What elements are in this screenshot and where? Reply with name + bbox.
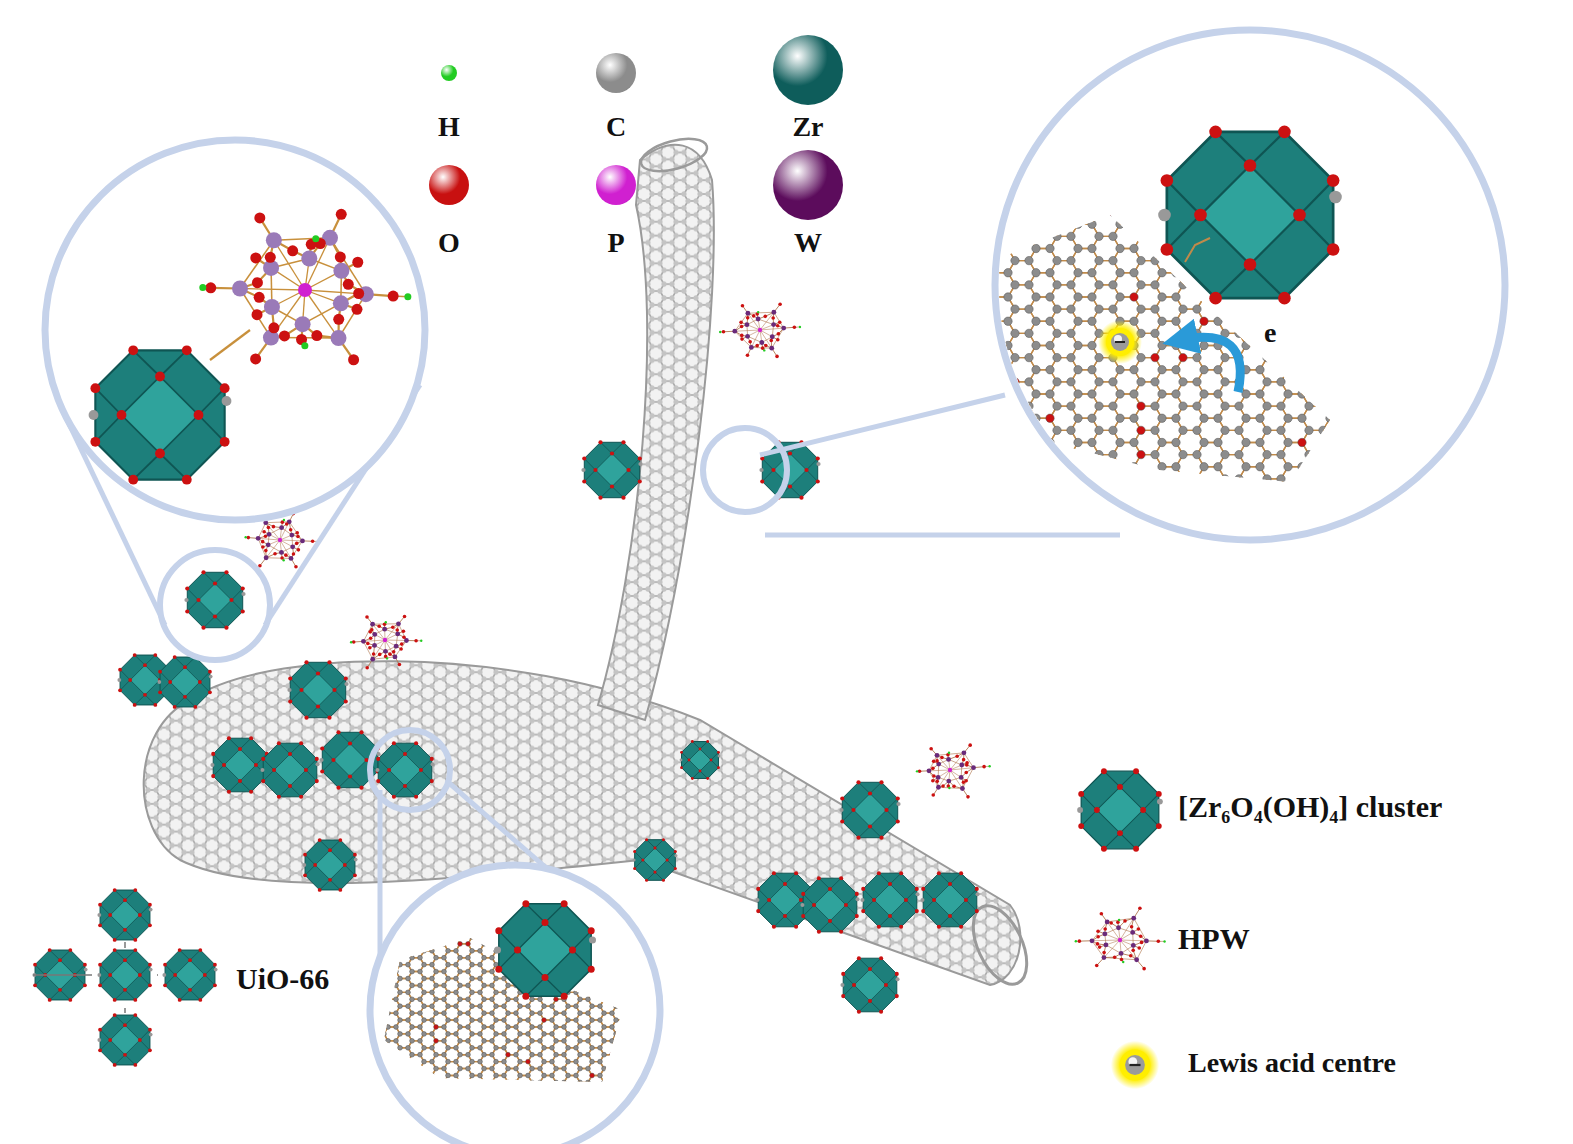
hpw-molecule — [719, 302, 801, 358]
zr-cluster — [157, 655, 212, 709]
zr-cluster — [633, 838, 678, 882]
zr-cluster — [97, 948, 152, 1002]
structure-label: UiO-66 — [236, 962, 329, 995]
zr-cluster — [494, 900, 596, 999]
zr-cluster — [260, 741, 319, 799]
zr-cluster — [375, 741, 434, 799]
zr-cluster — [162, 948, 217, 1002]
graphene-sheet — [370, 907, 643, 1113]
zr-cluster — [839, 780, 900, 840]
zr-cluster — [680, 740, 721, 780]
element-swatch — [596, 53, 636, 93]
hpw-molecule — [199, 209, 411, 365]
hpw-molecule — [350, 615, 423, 670]
zr-cluster — [184, 570, 245, 630]
legend-label: P — [607, 228, 624, 259]
zr-cluster — [89, 345, 232, 484]
legend-label: Lewis acid centre — [1188, 1048, 1396, 1079]
element-swatch — [596, 165, 636, 205]
electron-label: e — [1262, 318, 1278, 349]
legend-label: W — [794, 228, 822, 259]
zr-cluster — [97, 888, 152, 942]
zr-cluster — [302, 838, 357, 892]
legend-label: O — [438, 228, 460, 259]
zr-cluster — [1158, 126, 1342, 305]
zr-cluster — [287, 660, 348, 720]
zr-cluster — [97, 1013, 152, 1067]
hpw-molecule — [916, 743, 991, 798]
legend-label: C — [606, 112, 626, 143]
element-swatch — [773, 150, 843, 220]
legend-label: HPW — [1178, 922, 1250, 955]
zr-cluster — [860, 871, 919, 929]
magnifier-lines — [45, 30, 1505, 1144]
zr-cluster — [581, 440, 642, 500]
graphene-sheet — [962, 159, 1355, 519]
zr-cluster — [1077, 768, 1163, 851]
zr-cluster — [210, 736, 269, 794]
hpw-molecule — [1075, 906, 1166, 970]
lewis-acid-symbol — [1098, 320, 1142, 364]
legend-label: Zr — [792, 112, 823, 143]
legend-label: H — [438, 112, 460, 143]
lewis-acid-symbol — [1111, 1041, 1159, 1089]
zr-cluster — [840, 956, 899, 1014]
electron-arrow — [1180, 337, 1240, 392]
element-swatch — [773, 35, 843, 105]
element-swatch — [429, 165, 469, 205]
legend-label: [Zr₆O₄(OH)₄] cluster — [1178, 790, 1442, 823]
zr-cluster — [920, 871, 979, 929]
zr-cluster — [800, 876, 859, 934]
element-swatch — [441, 65, 457, 81]
